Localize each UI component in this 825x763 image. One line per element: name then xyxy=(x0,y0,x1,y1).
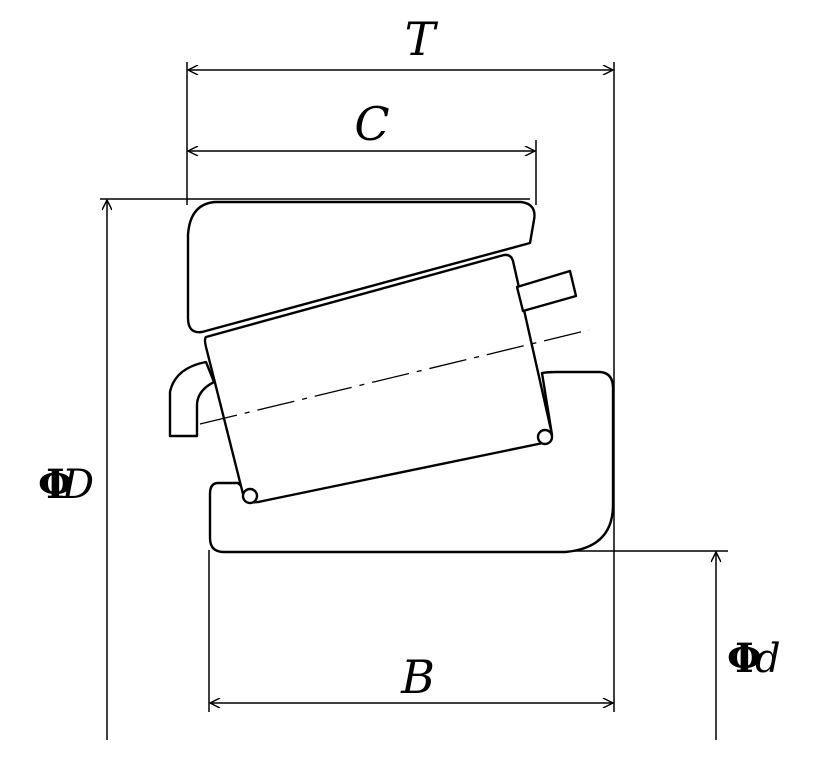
roller-corner-left xyxy=(241,487,259,505)
label-phiD-symbol: Φ xyxy=(38,461,73,508)
label-phid: Φ d xyxy=(727,635,781,682)
roller-corner-right xyxy=(536,428,554,446)
label-phiD-letter: D xyxy=(61,462,94,508)
roller-axis-centerline xyxy=(199,329,590,425)
inner-ring xyxy=(208,370,615,554)
dimension-lines xyxy=(107,70,716,740)
label-phiD: Φ D xyxy=(38,461,94,508)
label-C: C xyxy=(354,97,389,151)
label-T: T xyxy=(405,12,439,66)
outer-ring xyxy=(186,200,536,334)
label-phid-symbol: Φ xyxy=(727,635,762,682)
label-phid-letter: d xyxy=(755,636,781,682)
label-B: B xyxy=(400,650,435,704)
cage-left xyxy=(168,360,216,438)
bearing-body xyxy=(168,200,615,554)
cage-right xyxy=(515,269,578,313)
